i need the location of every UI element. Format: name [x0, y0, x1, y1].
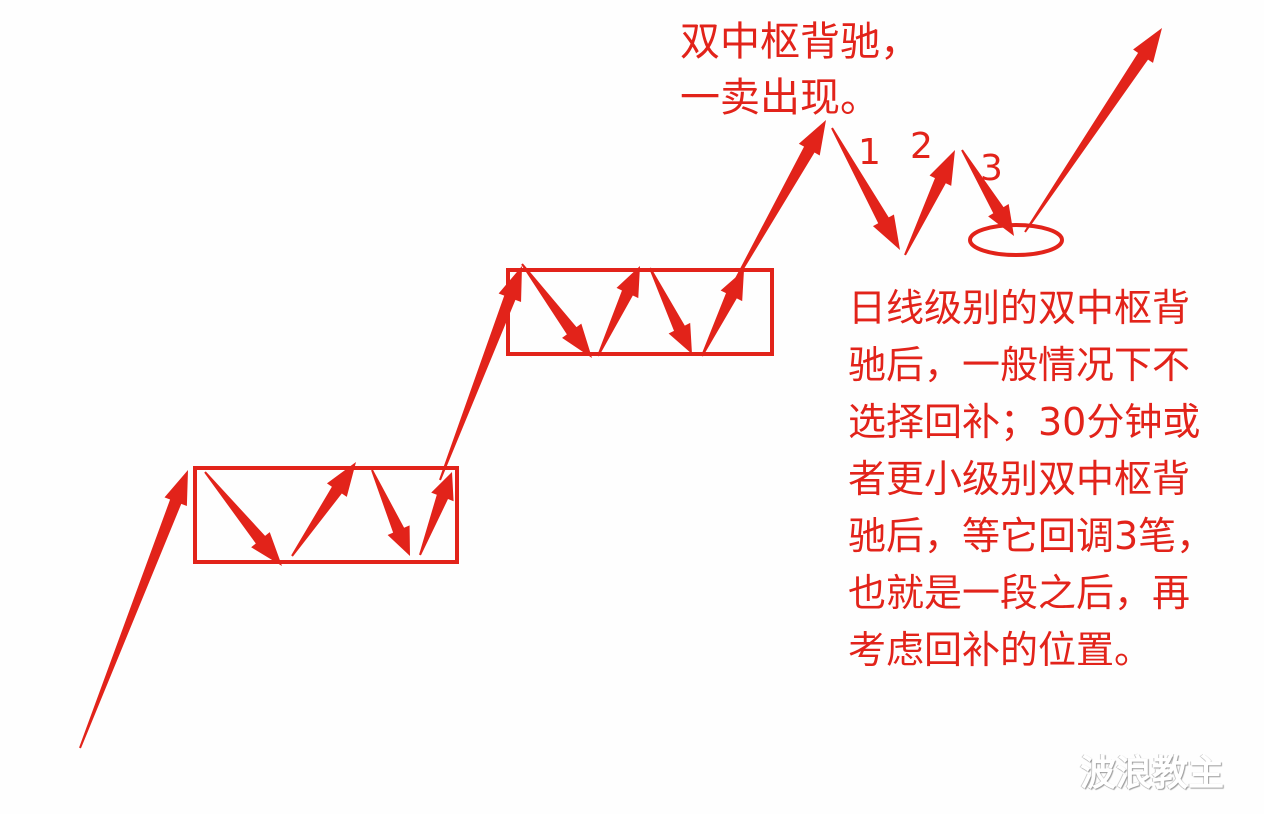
- up-stroke-arrow: [419, 472, 454, 556]
- up-stroke-arrow: [597, 266, 640, 357]
- down-stroke-arrow: [649, 267, 692, 354]
- right-annotation-line: 也就是一段之后，再: [848, 571, 1191, 615]
- watermark: 波浪教主: [1080, 753, 1225, 794]
- top-annotation: 双中枢背驰， 一卖出现。: [680, 14, 920, 126]
- up-stroke-arrow: [439, 266, 522, 481]
- stroke-label-2: 2: [910, 126, 933, 167]
- right-annotation: 日线级别的双中枢背 驰后，一般情况下不 选择回补；30分钟或 者更小级别双中枢背…: [848, 280, 1214, 679]
- up-stroke-arrow: [79, 470, 188, 749]
- stroke-label-1: 1: [858, 132, 881, 173]
- pivot-box-1: [193, 466, 459, 564]
- right-annotation-line: 考虑回补的位置。: [848, 628, 1153, 672]
- down-stroke-arrow: [831, 127, 900, 250]
- up-stroke-arrow: [904, 150, 955, 256]
- right-annotation-line: 选择回补；30分钟或: [848, 400, 1201, 444]
- right-annotation-line: 驰后，等它回调3笔，: [848, 514, 1215, 558]
- up-stroke-arrow: [291, 462, 356, 557]
- buy-point-ellipse: [968, 223, 1064, 257]
- right-annotation-line: 驰后，一般情况下不: [848, 343, 1191, 387]
- stroke-label-3: 3: [980, 148, 1003, 189]
- up-stroke-arrow: [1024, 28, 1162, 233]
- down-stroke-arrow: [371, 469, 410, 556]
- top-annotation-line: 一卖出现。: [680, 75, 880, 121]
- top-annotation-line: 双中枢背驰，: [680, 19, 920, 65]
- right-annotation-line: 日线级别的双中枢背: [848, 286, 1191, 330]
- up-stroke-arrow: [701, 270, 744, 357]
- up-stroke-arrow: [729, 120, 826, 291]
- down-stroke-arrow: [521, 263, 592, 358]
- down-stroke-arrow: [204, 471, 282, 566]
- right-annotation-line: 者更小级别双中枢背: [848, 457, 1191, 501]
- down-stroke-arrow: [961, 149, 1014, 236]
